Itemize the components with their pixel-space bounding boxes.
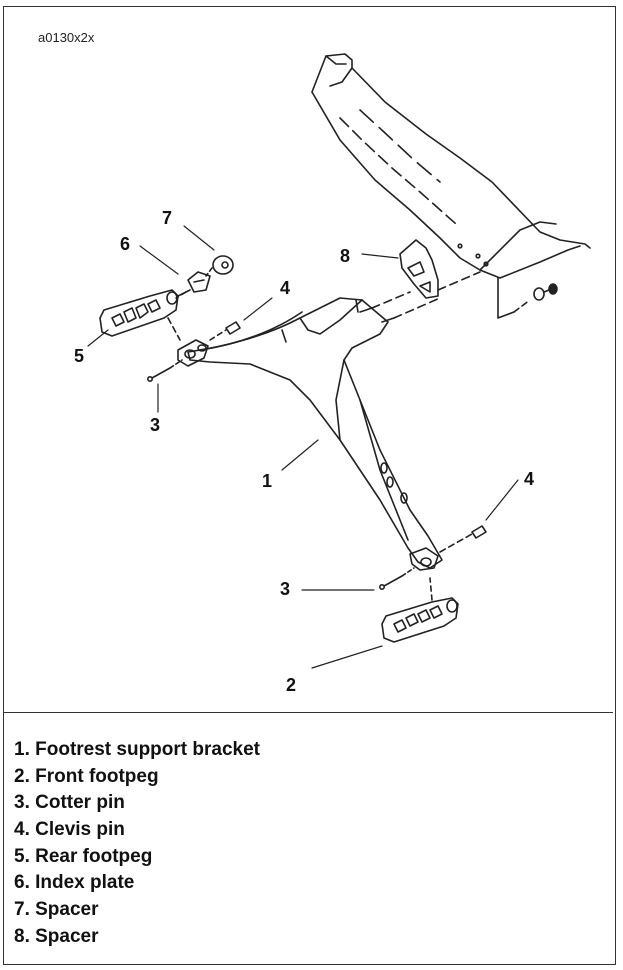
legend-item: 5. Rear footpeg xyxy=(14,845,153,867)
callout-3-upper: 3 xyxy=(150,415,160,435)
callout-5: 5 xyxy=(74,346,84,366)
legend-item: 7. Spacer xyxy=(14,899,99,921)
legend-divider xyxy=(4,712,613,713)
rear-footpeg xyxy=(99,289,191,341)
figure-id: a0130x2x xyxy=(38,30,95,45)
frame-section xyxy=(311,53,591,319)
legend-item: 4. Clevis pin xyxy=(14,819,125,841)
callout-2: 2 xyxy=(286,675,296,695)
callout-3-lower: 3 xyxy=(280,579,290,599)
legend-item: 2. Front footpeg xyxy=(14,765,159,787)
clevis-pin-lower xyxy=(439,525,487,553)
legend-item: 3. Cotter pin xyxy=(14,792,125,814)
callout-4-lower: 4 xyxy=(524,469,534,489)
front-footpeg xyxy=(381,577,459,643)
cotter-pin-lower xyxy=(378,567,415,590)
legend-item: 6. Index plate xyxy=(14,872,135,894)
leader-lines xyxy=(87,225,519,669)
cotter-pin-upper xyxy=(147,359,183,382)
parts-legend: 1. Footrest support bracket 2. Front foo… xyxy=(14,737,260,951)
callout-7: 7 xyxy=(162,208,172,228)
exploded-view-illustration: 7 6 8 4 5 3 1 4 3 2 xyxy=(74,53,591,695)
legend-item: 1. Footrest support bracket xyxy=(14,739,260,760)
spacer-plate-8 xyxy=(399,239,481,299)
callout-1: 1 xyxy=(262,471,272,491)
spacer-7 xyxy=(205,255,234,277)
callout-6: 6 xyxy=(120,234,130,254)
clevis-pin-upper xyxy=(209,321,241,341)
callout-4-upper: 4 xyxy=(280,278,290,298)
callout-8: 8 xyxy=(340,246,350,266)
legend-item: 8. Spacer xyxy=(14,925,99,947)
footrest-support-bracket xyxy=(177,291,443,571)
index-plate-6 xyxy=(175,271,211,299)
